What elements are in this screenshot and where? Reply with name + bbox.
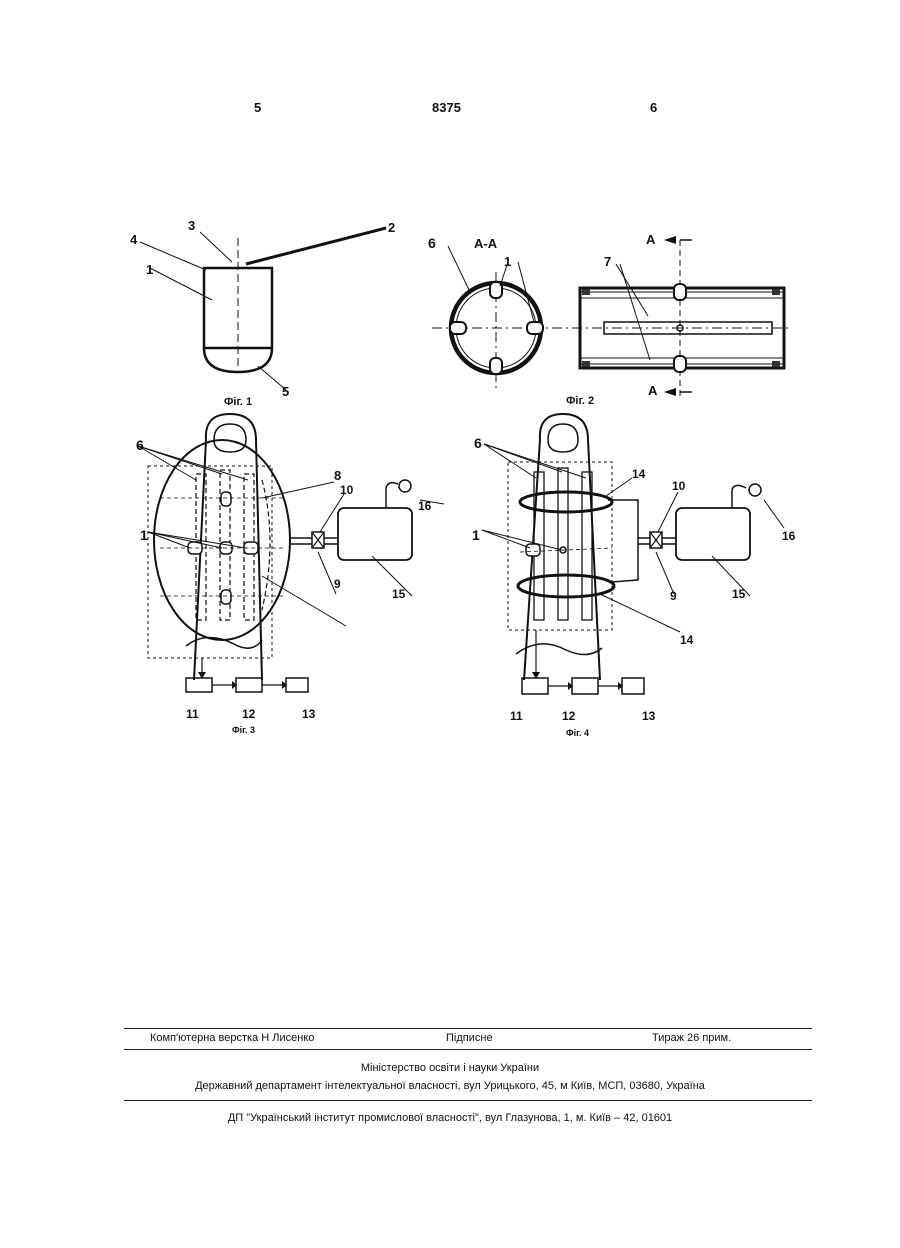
fig4-label-13: 13 [642, 709, 656, 723]
fig2-marker-bottom: А [648, 383, 658, 398]
fig3-label-12: 12 [242, 707, 256, 721]
fig1-label-3: 3 [188, 218, 195, 233]
fig3-label-13: 13 [302, 707, 316, 721]
fig3-label-6: 6 [136, 437, 144, 453]
fig3-caption: Фіг. 3 [232, 725, 255, 735]
layout-credit: Комп'ютерна верстка Н Лисенко [150, 1032, 314, 1044]
fig4-label-1: 1 [472, 527, 480, 543]
fig3-label-10: 10 [340, 483, 354, 497]
figure-1 [140, 228, 386, 390]
fig3-label-8: 8 [334, 468, 341, 483]
fig1-label-1: 1 [146, 262, 153, 277]
fig4-label-10: 10 [672, 479, 686, 493]
fig4-label-15: 15 [732, 587, 746, 601]
subscription-note: Підписне [446, 1032, 493, 1044]
fig1-label-5: 5 [282, 384, 289, 399]
fig4-label-14-bottom: 14 [680, 633, 694, 647]
ministry-line: Міністерство освіти і науки України [0, 1062, 900, 1074]
fig4-label-12: 12 [562, 709, 576, 723]
patent-drawings: 1 2 3 4 5 Фіг. 1 6 [0, 0, 900, 780]
institute-line: ДП "Український інститут промислової вла… [0, 1112, 900, 1124]
fig4-label-9: 9 [670, 589, 677, 603]
department-line: Державний департамент інтелектуальної вл… [0, 1080, 900, 1092]
fig1-caption: Фіг. 1 [224, 396, 252, 408]
fig4-caption: Фіг. 4 [566, 728, 589, 738]
footer-rule-middle [124, 1049, 812, 1050]
figure-2 [432, 236, 792, 396]
fig2-marker-top: А [646, 232, 656, 247]
fig2-label-6: 6 [428, 235, 436, 251]
circulation-note: Тираж 26 прим. [652, 1032, 731, 1044]
fig3-label-1: 1 [140, 527, 148, 543]
fig3-label-16: 16 [418, 499, 432, 513]
fig4-label-16: 16 [782, 529, 796, 543]
footer-rule-bottom [124, 1100, 812, 1101]
fig3-label-11: 11 [186, 707, 199, 721]
fig2-label-7: 7 [604, 254, 611, 269]
fig1-label-4: 4 [130, 232, 138, 247]
fig3-label-15: 15 [392, 587, 406, 601]
fig3-label-9: 9 [334, 577, 341, 591]
figure-3 [138, 414, 444, 692]
fig4-label-11: 11 [510, 709, 523, 723]
fig4-label-14-top: 14 [632, 467, 646, 481]
fig2-label-1: 1 [504, 254, 511, 269]
fig2-caption: Фіг. 2 [566, 395, 594, 407]
fig2-section-label: А-А [474, 236, 498, 251]
footer-rule-top [124, 1028, 812, 1029]
figure-4 [482, 414, 784, 694]
fig1-label-2: 2 [388, 220, 395, 235]
fig4-label-6: 6 [474, 435, 482, 451]
